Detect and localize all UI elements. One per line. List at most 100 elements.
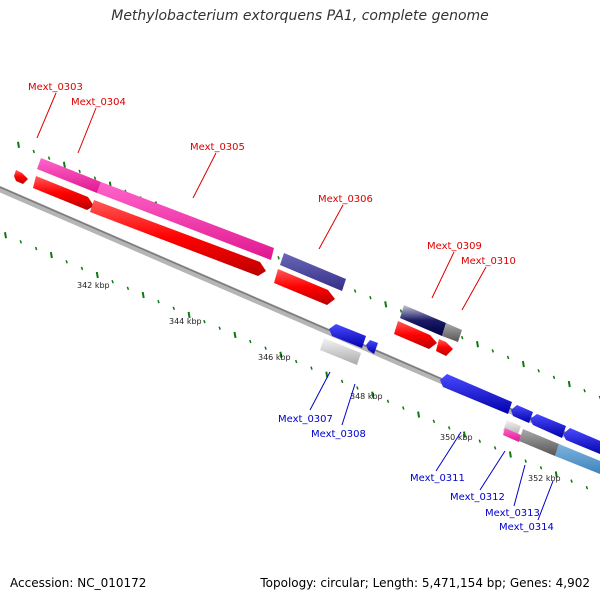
kbp-label-344: 344 kbp: [169, 317, 202, 326]
major-tick: [4, 232, 7, 239]
minor-tick: [447, 426, 451, 430]
minor-tick: [157, 299, 160, 304]
minor-tick: [111, 279, 114, 284]
leader-mext-0304: [77, 107, 97, 154]
gene-label-mext-0307[interactable]: Mext_0307: [278, 414, 333, 425]
gene-arrow-mext-0309-gene[interactable]: [400, 305, 446, 336]
major-tick: [233, 331, 237, 339]
leader-mext-0305: [192, 152, 217, 199]
major-tick: [521, 360, 525, 368]
minor-tick: [386, 399, 390, 404]
minor-tick: [47, 156, 51, 160]
gene-arrow-mext-0308-cds[interactable]: [366, 340, 378, 354]
gene-label-mext-0303[interactable]: Mext_0303: [28, 82, 83, 93]
minor-tick: [539, 466, 543, 470]
minor-tick: [399, 309, 403, 313]
minor-tick: [552, 375, 556, 380]
gene-label-mext-0310[interactable]: Mext_0310: [461, 256, 516, 267]
kbp-label-342: 342 kbp: [77, 281, 110, 290]
leader-mext-0314: [537, 480, 554, 521]
major-tick: [554, 471, 558, 478]
gene-arrow-mext-0309-cds[interactable]: [394, 321, 437, 349]
gene-arrow-mext-0314-gene[interactable]: [555, 444, 600, 476]
major-tick: [62, 161, 66, 168]
forward-gene-labels: Mext_0303 Mext_0304 Mext_0305 Mext_0306 …: [28, 82, 516, 267]
minor-tick: [310, 366, 313, 370]
major-tick: [141, 291, 145, 299]
gene-label-mext-0304[interactable]: Mext_0304: [71, 97, 126, 108]
gene-label-mext-0309[interactable]: Mext_0309: [427, 241, 482, 252]
minor-tick: [432, 419, 436, 424]
gene-arrow-mext-0305-gene[interactable]: [97, 182, 274, 260]
minor-tick: [369, 295, 372, 300]
minor-tick: [203, 319, 206, 324]
minor-tick: [34, 246, 38, 251]
minor-tick: [583, 388, 586, 393]
major-tick: [17, 141, 20, 148]
gene-arrow-mext-0307-cds[interactable]: [329, 324, 366, 348]
gene-arrow-0302[interactable]: [14, 170, 28, 184]
major-tick: [476, 341, 479, 348]
accession-label: Accession: NC_010172: [10, 576, 147, 590]
gene-arrow-mext-0306-cds[interactable]: [274, 269, 335, 305]
gene-arrow-mext-0310-gene[interactable]: [442, 323, 462, 342]
gene-label-mext-0308[interactable]: Mext_0308: [311, 429, 366, 440]
minor-tick: [585, 485, 589, 490]
gene-arrow-mext-0306-gene[interactable]: [280, 253, 346, 291]
gene-arrow-mext-0305-cds[interactable]: [90, 200, 266, 276]
minor-tick: [172, 306, 176, 311]
kbp-label-352: 352 kbp: [528, 474, 561, 483]
minor-tick: [32, 149, 36, 154]
gene-arrow-mext-0310-cds[interactable]: [436, 339, 453, 356]
minor-tick: [218, 326, 221, 330]
leader-mext-0313: [513, 464, 526, 507]
major-tick: [95, 271, 99, 279]
kbp-label-346: 346 kbp: [258, 353, 291, 362]
gene-arrow-mext-0303-cds[interactable]: [33, 176, 94, 210]
gene-label-mext-0313[interactable]: Mext_0313: [485, 508, 540, 519]
leader-mext-0310: [461, 266, 487, 311]
minor-tick: [78, 169, 81, 174]
minor-tick: [294, 359, 298, 364]
gene-arrow-mext-0314-cds[interactable]: [563, 428, 600, 456]
gene-arrow-mext-0313-gene[interactable]: [519, 429, 559, 456]
minor-tick: [353, 289, 357, 293]
minor-tick: [402, 406, 405, 410]
gene-label-mext-0306[interactable]: Mext_0306: [318, 194, 373, 205]
leader-mext-0308: [341, 383, 356, 426]
major-tick: [417, 411, 421, 418]
major-tick: [371, 391, 375, 398]
gene-arrow-mext-0307-gene[interactable]: [320, 338, 361, 365]
reverse-gene-labels: Mext_0307 Mext_0308 Mext_0311 Mext_0312 …: [278, 414, 554, 533]
major-tick: [187, 311, 191, 319]
gene-arrow-mext-0311-cds[interactable]: [440, 374, 512, 414]
gene-arrow-mext-0312-gene[interactable]: [503, 428, 521, 442]
minor-tick: [493, 446, 497, 450]
map-title: Methylobacterium extorquens PA1, complet…: [111, 8, 489, 24]
minor-tick: [277, 256, 280, 260]
major-tick: [463, 431, 466, 438]
kbp-label-348: 348 kbp: [350, 392, 383, 401]
gene-label-mext-0305[interactable]: Mext_0305: [190, 142, 245, 153]
gene-arrow-mext-0313-cds[interactable]: [530, 414, 566, 438]
major-tick: [49, 251, 53, 259]
minor-tick: [126, 286, 130, 291]
minor-tick: [65, 260, 68, 264]
major-tick: [279, 351, 283, 358]
gene-label-mext-0314[interactable]: Mext_0314: [499, 522, 554, 533]
minor-tick: [249, 339, 252, 344]
minor-tick: [570, 479, 573, 483]
gene-arrow-mext-0304[interactable]: [37, 158, 101, 193]
minor-tick: [356, 386, 359, 390]
reverse-genes: [320, 324, 600, 476]
gene-arrow-mext-0312-cds[interactable]: [511, 405, 533, 423]
gene-label-mext-0311[interactable]: Mext_0311: [410, 473, 465, 484]
gene-label-mext-0312[interactable]: Mext_0312: [450, 492, 505, 503]
major-tick: [384, 301, 388, 308]
minor-tick: [93, 176, 97, 180]
leader-mext-0303: [36, 92, 57, 139]
minor-tick: [460, 335, 464, 340]
leader-mext-0306: [318, 204, 344, 250]
leader-mext-0309: [431, 251, 455, 299]
